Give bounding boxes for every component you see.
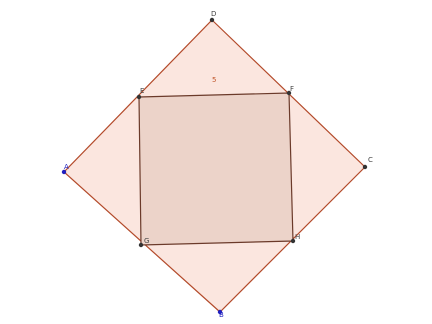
label-b: B — [219, 311, 224, 319]
label-g: G — [144, 237, 149, 245]
label-h: H — [295, 233, 300, 241]
point-e[interactable] — [136, 94, 142, 100]
label-e: E — [140, 87, 144, 95]
point-b[interactable] — [217, 309, 223, 315]
point-c[interactable] — [362, 164, 368, 170]
point-f[interactable] — [286, 90, 292, 96]
point-d[interactable] — [209, 17, 215, 23]
label-d: D — [211, 10, 216, 18]
label-f: F — [290, 85, 294, 93]
point-a[interactable] — [61, 169, 67, 175]
side-length-label: 5 — [212, 76, 216, 84]
label-c: C — [368, 156, 373, 164]
inner-square — [138, 92, 294, 246]
point-g[interactable] — [138, 242, 144, 248]
point-h[interactable] — [290, 238, 296, 244]
label-a: A — [64, 163, 69, 171]
